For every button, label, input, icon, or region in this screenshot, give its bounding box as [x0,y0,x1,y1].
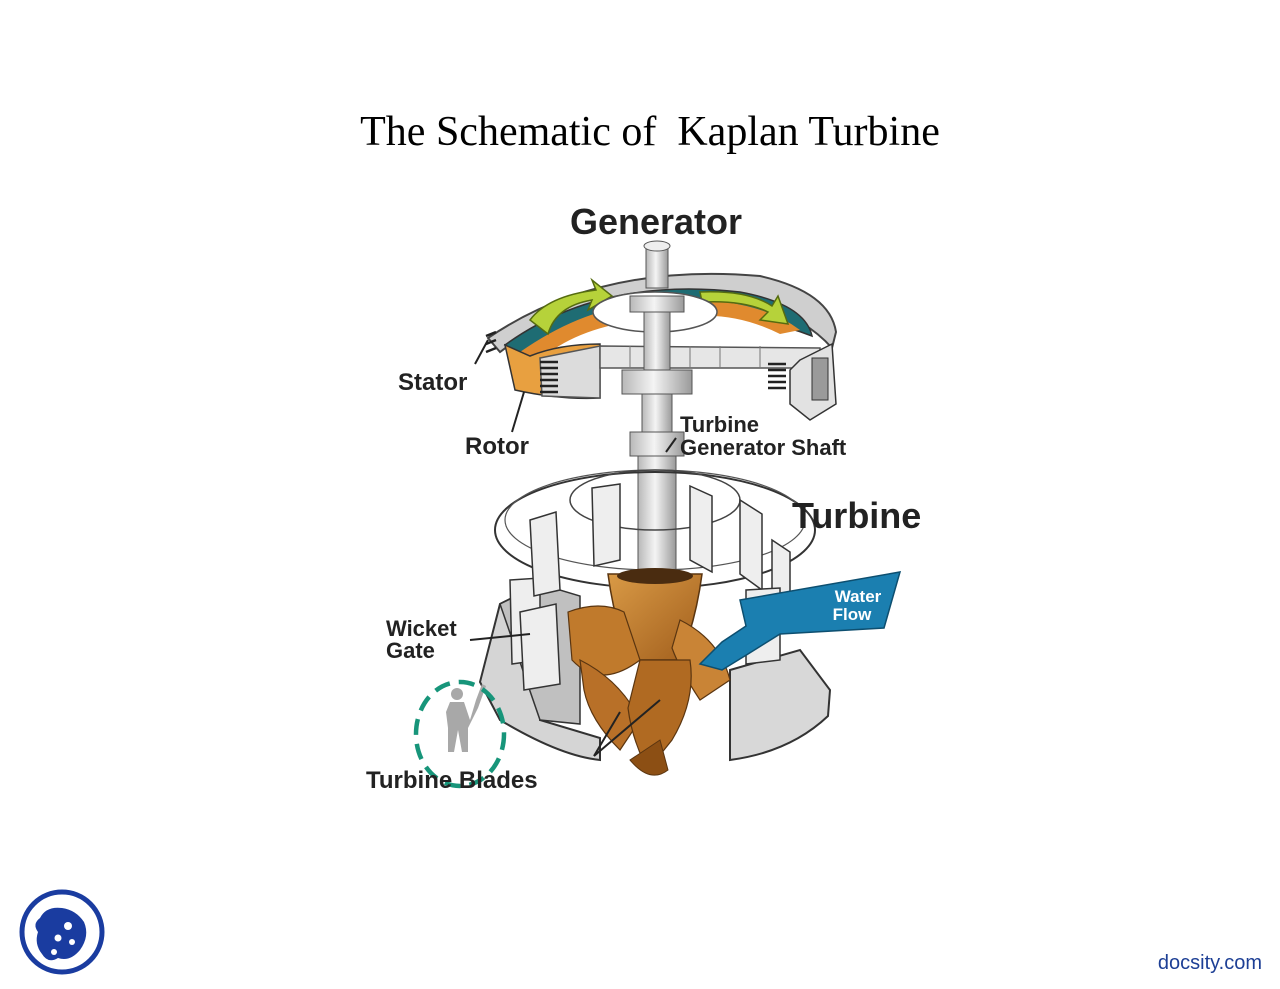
label-wicket-line1: Wicket [386,616,457,641]
wicket-gate [591,483,621,567]
label-generator: Generator [570,201,742,242]
page-title: The Schematic of Kaplan Turbine [360,109,940,155]
rotation-arrow-left [528,277,614,336]
label-turbine-blades: Turbine Blades [366,767,538,794]
rotation-arrow-right [699,291,790,325]
water-flow-label-line1: Water [835,587,882,606]
label-wicket-line2: Gate [386,638,435,663]
scale-highlight-circle [413,679,507,789]
water-flow-arrow: Water Flow [698,571,902,671]
label-shaft-line2: Generator Shaft [680,435,847,460]
footer-brand: docsity.com [1157,952,1262,974]
wicket-gate [519,603,561,691]
label-rotor: Rotor [465,433,529,460]
water-flow-label-line2: Flow [833,605,872,624]
label-stator: Stator [398,369,467,396]
wicket-gate [689,484,713,574]
docsity-logo-icon [19,889,105,975]
wicket-gate [529,511,561,597]
human-figure-icon [446,684,486,752]
label-shaft-line1: Turbine [680,412,759,437]
turbine-assembly [478,469,832,776]
turbine-blade [579,658,641,751]
leader-lines [469,339,677,757]
label-turbine: Turbine [792,495,921,536]
wicket-gate [739,498,763,592]
turbine-generator-shaft [621,240,693,575]
